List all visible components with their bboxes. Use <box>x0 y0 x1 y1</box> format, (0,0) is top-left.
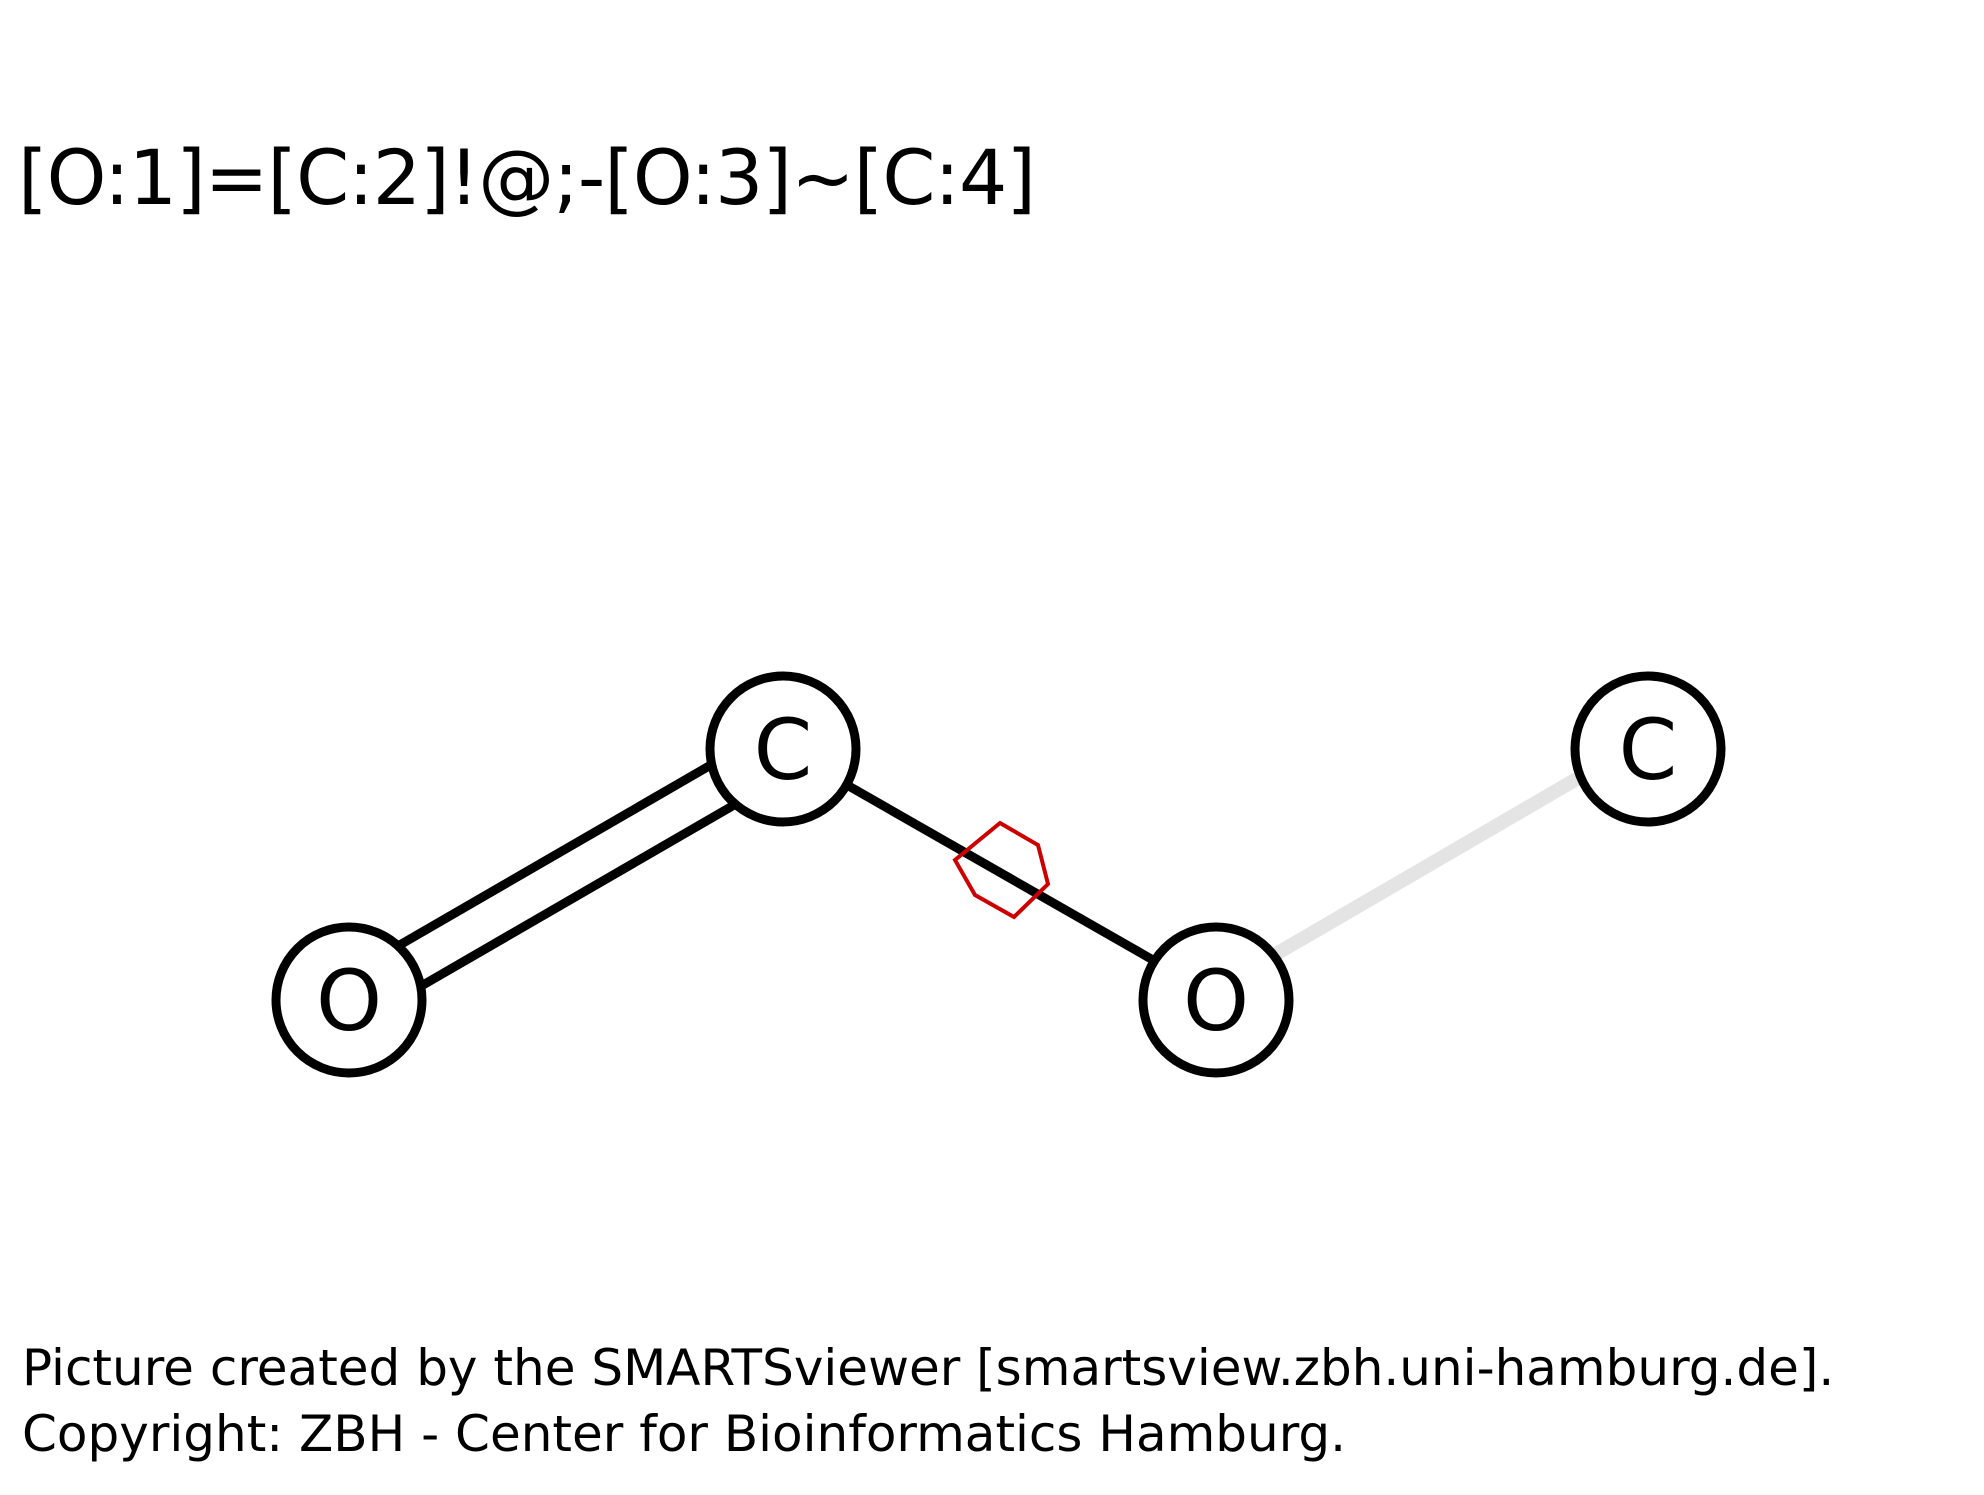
atom-o1: O <box>271 922 427 1078</box>
atom-o3: O <box>1138 922 1294 1078</box>
atom-c4-label: C <box>1619 701 1678 799</box>
footer-line-picture-credit: Picture created by the SMARTSviewer [sma… <box>22 1339 1835 1397</box>
bond-o3-c4 <box>1272 770 1584 961</box>
footer-line-copyright: Copyright: ZBH - Center for Bioinformati… <box>22 1405 1347 1463</box>
atom-o3-label: O <box>1183 952 1249 1050</box>
footer-credits: Picture created by the SMARTSviewer [sma… <box>22 1335 1834 1467</box>
bond-o1-c2-double <box>395 758 744 989</box>
atom-c4: C <box>1570 671 1726 827</box>
atom-c2-label: C <box>754 701 813 799</box>
smarts-pattern-title: [O:1]=[C:2]!@;-[O:3]~[C:4] <box>18 133 1036 222</box>
non-ring-bond-marker <box>952 820 1051 920</box>
bond-c2-o3 <box>837 777 1163 968</box>
atom-o1-label: O <box>316 952 382 1050</box>
atom-c2: C <box>705 671 861 827</box>
